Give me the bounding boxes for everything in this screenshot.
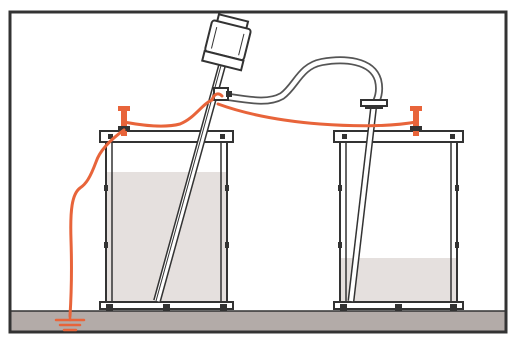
right-drum-foot — [450, 304, 457, 311]
right-drum-foot — [395, 304, 402, 311]
right-drum-bung — [450, 134, 455, 139]
left-drum-bung — [220, 134, 225, 139]
left-drum — [99, 130, 234, 311]
right-drum-hoop — [455, 185, 459, 191]
left-drum-hoop — [225, 242, 229, 248]
right-drum-hoop — [338, 242, 342, 248]
left-drum-hoop — [104, 242, 108, 248]
right-drum-bung — [342, 134, 347, 139]
left-drum-foot — [106, 304, 113, 311]
right-drum-liquid — [341, 258, 456, 302]
right-drum-hoop — [455, 242, 459, 248]
grounding-wire — [68, 92, 418, 318]
left-drum-bung — [108, 134, 113, 139]
left-drum-hoop — [225, 185, 229, 191]
left-drum-foot — [163, 304, 170, 311]
right-drum-foot — [340, 304, 347, 311]
nozzle-collar — [360, 99, 388, 109]
discharge-tube — [347, 103, 378, 302]
right-drum-lid — [333, 130, 464, 143]
left-drum-foot — [220, 304, 227, 311]
pump-motor-base — [201, 49, 245, 72]
left-drum-liquid — [107, 172, 226, 302]
left-drum-hoop — [104, 185, 108, 191]
transfer-hose — [218, 56, 384, 108]
ground-floor — [11, 311, 505, 331]
earth-ground-symbol — [54, 312, 86, 332]
right-drum-hoop — [338, 185, 342, 191]
drum-pump-motor — [201, 13, 252, 72]
